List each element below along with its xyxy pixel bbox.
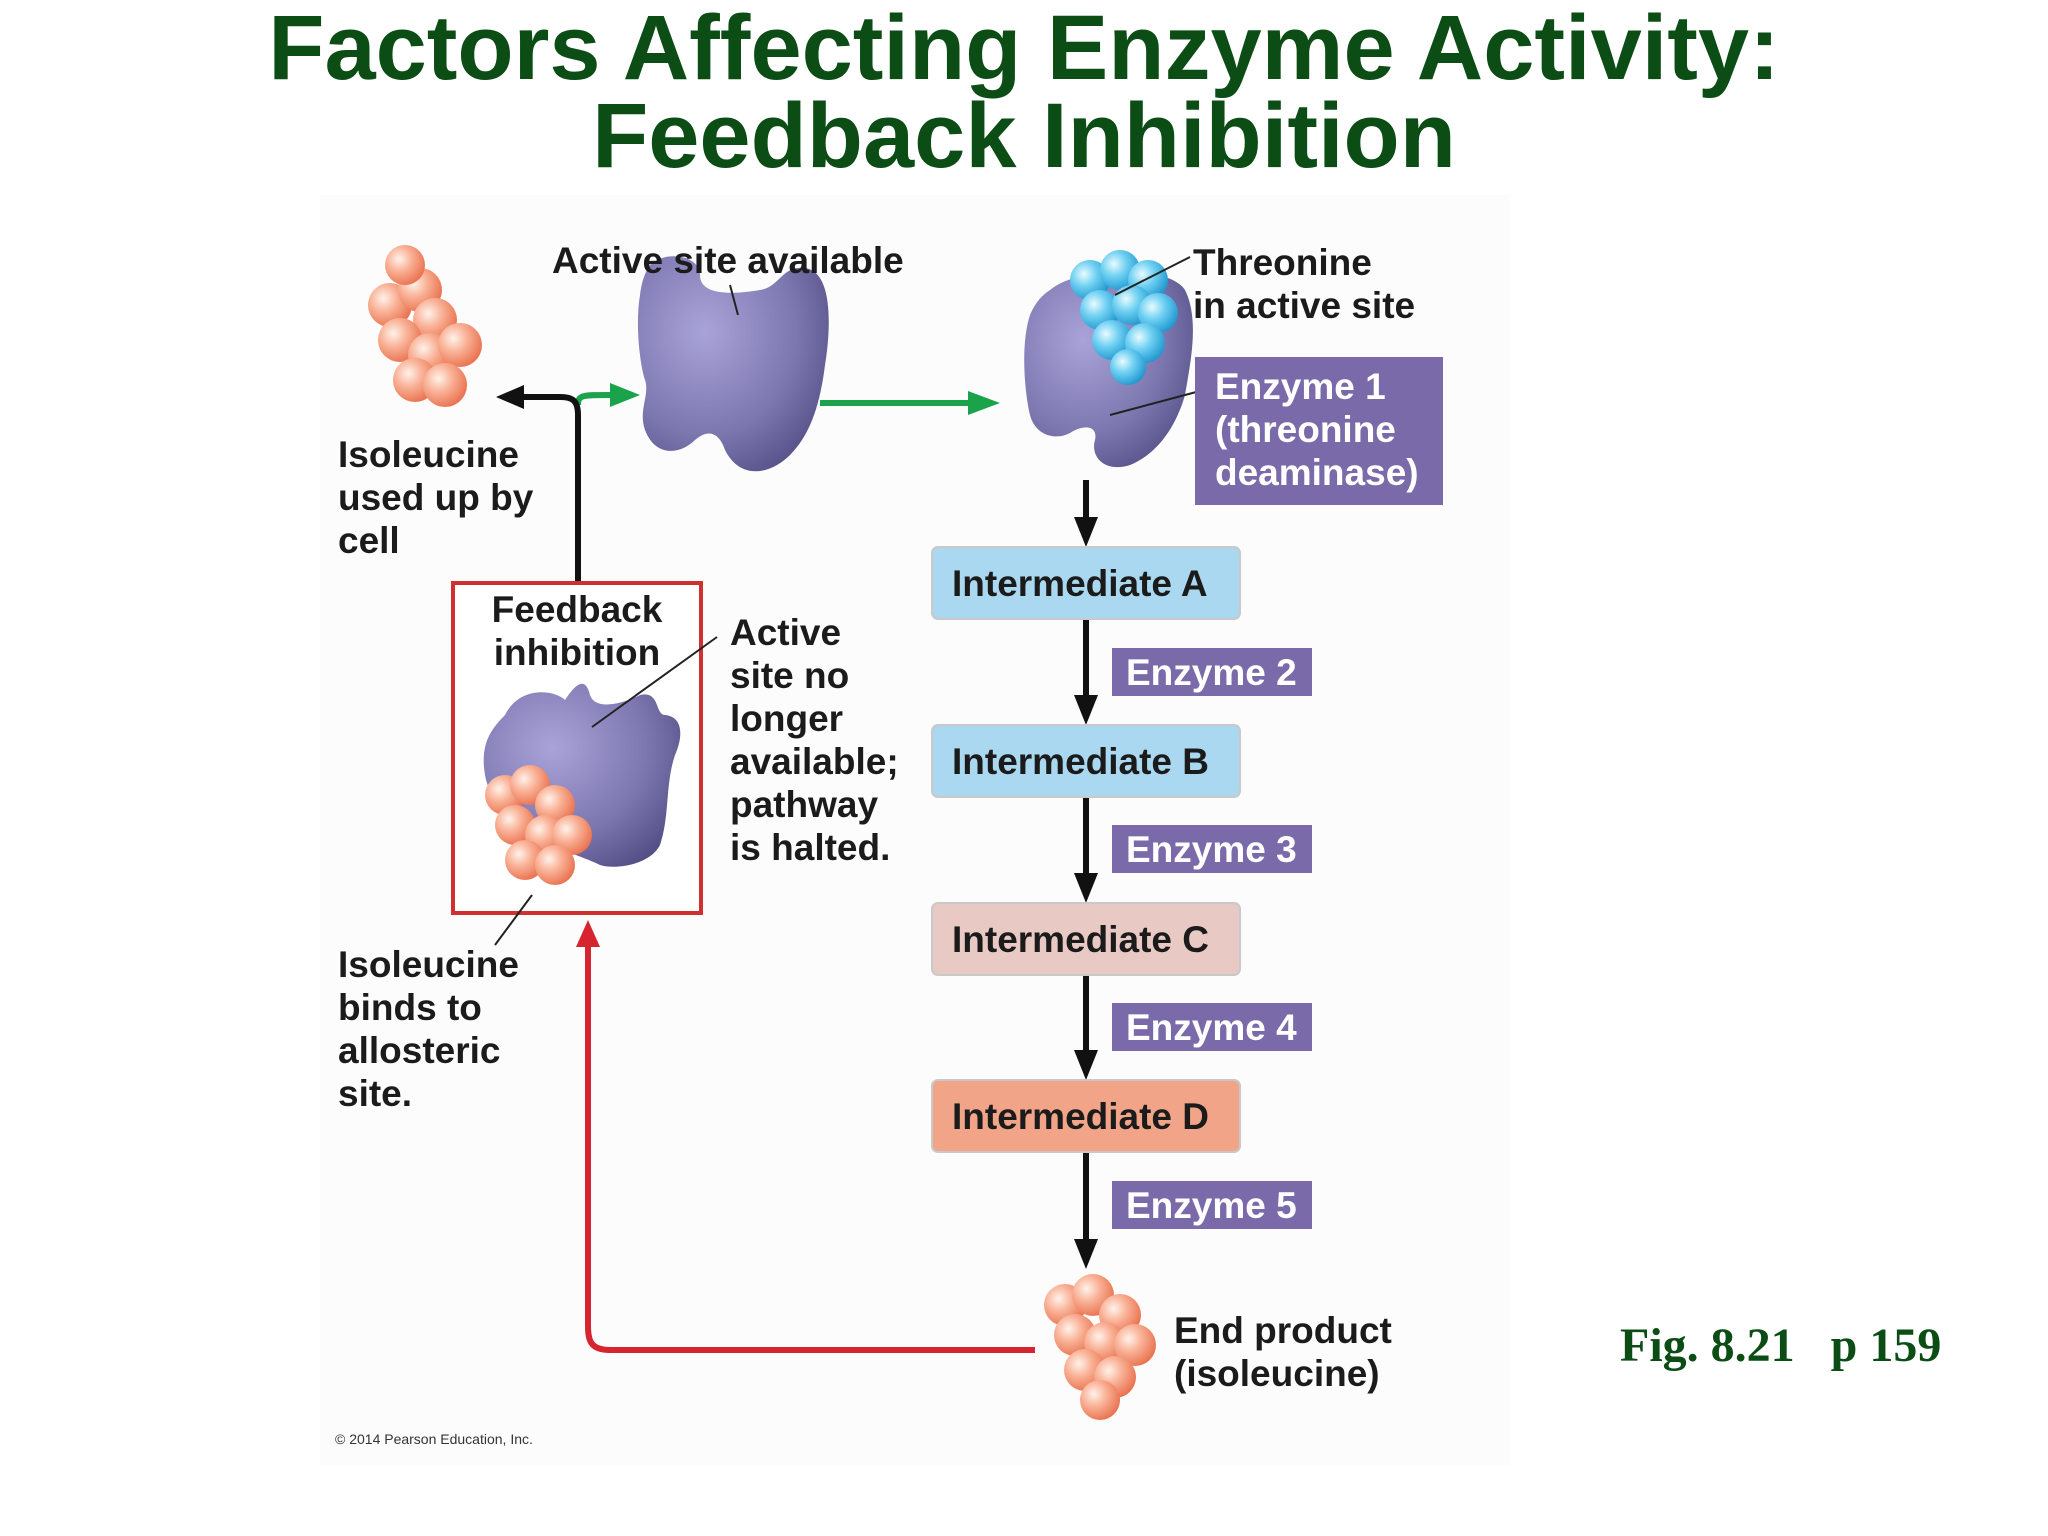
intermediate-box-bg <box>931 546 1241 620</box>
label-enzyme1-2: (threonine <box>1215 409 1396 450</box>
enzyme-1-with-threonine <box>1024 250 1193 468</box>
feedback-inhibition-figure: Intermediate A Intermediate B Intermediate… <box>320 195 1510 1465</box>
leader-lines <box>494 256 1201 946</box>
enzyme-label: Enzyme 2 <box>1126 652 1297 693</box>
enzyme-label-box: Enzyme 4 <box>1112 1003 1312 1051</box>
label-binds-4: site. <box>338 1073 412 1114</box>
isoleucine-molecule-end-product <box>1044 1274 1156 1420</box>
threonine-molecule <box>1070 250 1178 385</box>
intermediate-box-bg <box>931 724 1241 798</box>
intermediate-label: Intermediate C <box>952 919 1209 960</box>
label-end-product-2: (isoleucine) <box>1174 1353 1380 1394</box>
label-threonine-2: in active site <box>1193 285 1415 326</box>
red-arrowhead <box>576 920 600 947</box>
page-title-line1: Factors Affecting Enzyme Activity: <box>268 0 1780 99</box>
intermediate-box: Intermediate C <box>931 902 1241 976</box>
enzyme-label: Enzyme 3 <box>1126 829 1297 870</box>
label-active-no-5: pathway <box>730 784 878 825</box>
label-active-no-1: Active <box>730 612 841 653</box>
label-feedback-2: inhibition <box>494 632 660 673</box>
label-binds-1: Isoleucine <box>338 944 519 985</box>
intermediate-box: Intermediate D <box>931 1079 1241 1153</box>
intermediate-label: Intermediate A <box>952 563 1208 604</box>
label-feedback-1: Feedback <box>492 589 663 630</box>
label-isoleucine-used-2: used up by <box>338 477 534 518</box>
enzyme-label-bg <box>1112 648 1312 696</box>
pathway-arrowheads <box>1074 517 1098 1269</box>
label-enzyme1-3: deaminase) <box>1215 452 1419 493</box>
label-active-no-2: site no <box>730 655 849 696</box>
enzyme-label-bg <box>1112 825 1312 873</box>
enzyme-label-box: Enzyme 5 <box>1112 1181 1312 1229</box>
intermediate-box: Intermediate A <box>931 546 1241 620</box>
black-arrow-used-up <box>520 394 581 583</box>
intermediate-box-bg <box>931 1079 1241 1153</box>
label-active-no-3: longer <box>730 698 843 739</box>
enzyme-label-box: Enzyme 3 <box>1112 825 1312 873</box>
figure-reference: Fig. 8.21 p 159 <box>1620 1319 1942 1372</box>
enzyme-label: Enzyme 5 <box>1126 1185 1297 1226</box>
diagram-canvas: Intermediate A Intermediate B Intermediate… <box>335 240 1443 1447</box>
label-isoleucine-used-3: cell <box>338 520 400 561</box>
page-title-line2: Feedback Inhibition <box>592 85 1456 187</box>
label-isoleucine-used-1: Isoleucine <box>338 434 519 475</box>
green-arrowhead-2 <box>968 391 1000 415</box>
enzyme-label-box: Enzyme 2 <box>1112 648 1312 696</box>
green-arrowhead-1 <box>610 383 640 407</box>
enzyme-label: Enzyme 4 <box>1126 1007 1297 1048</box>
enzyme-active <box>637 256 829 472</box>
label-binds-2: binds to <box>338 987 482 1028</box>
enzyme-label-bg <box>1112 1181 1312 1229</box>
label-binds-3: allosteric <box>338 1030 500 1071</box>
label-active-site-available: Active site available <box>552 240 904 281</box>
label-enzyme1-1: Enzyme 1 <box>1215 366 1386 407</box>
enzyme-1-label-box <box>1195 357 1443 505</box>
copyright: © 2014 Pearson Education, Inc. <box>335 1431 533 1447</box>
label-threonine-1: Threonine <box>1193 242 1372 283</box>
intermediate-label: Intermediate D <box>952 1096 1209 1137</box>
label-end-product-1: End product <box>1174 1310 1392 1351</box>
intermediates-group: Intermediate A Intermediate B Intermediate… <box>931 546 1241 1153</box>
red-feedback-arrow <box>585 945 1035 1353</box>
isoleucine-molecule-used <box>368 245 482 407</box>
isoleucine-molecule-bound <box>485 765 592 885</box>
enzyme-label-bg <box>1112 1003 1312 1051</box>
enzymes-group: Enzyme 2 Enzyme 3 Enzyme 4 Enzyme 5 <box>1112 648 1312 1229</box>
enzyme-inhibited <box>483 683 681 885</box>
intermediate-box: Intermediate B <box>931 724 1241 798</box>
black-arrowhead-left <box>496 385 524 409</box>
intermediate-label: Intermediate B <box>952 741 1209 782</box>
label-active-no-4: available; <box>730 741 899 782</box>
label-active-no-6: is halted. <box>730 827 890 868</box>
intermediate-box-bg <box>931 902 1241 976</box>
